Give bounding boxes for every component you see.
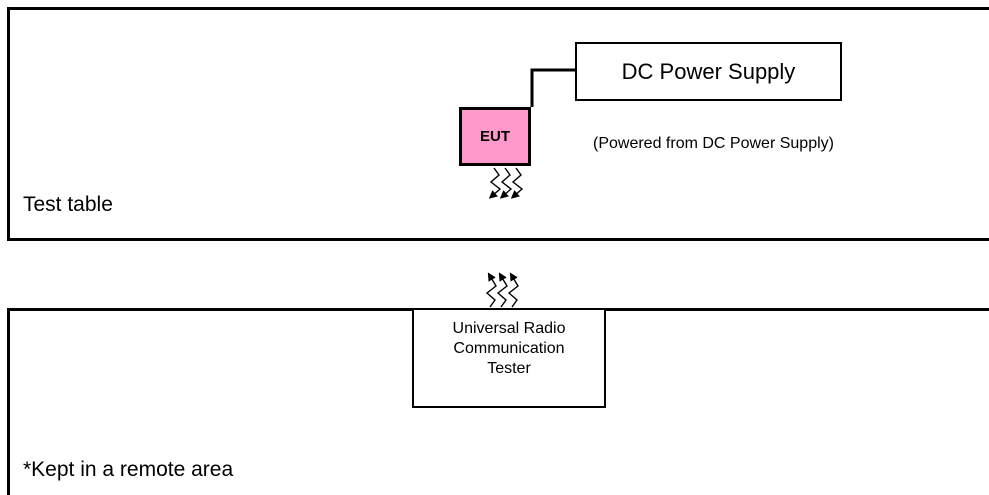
radio-tester-line-1: Universal Radio [452,320,566,337]
test-table-label: Test table [23,193,113,216]
dc-power-supply-box: DC Power Supply [575,42,842,101]
radio-tester-box: Universal Radio Communication Tester [412,310,606,408]
radio-wave-up-icon [485,272,519,308]
eut-label: EUT [480,128,510,145]
dc-power-supply-label: DC Power Supply [621,58,796,84]
power-cable-connector [530,68,575,107]
eut-box: EUT [459,107,531,166]
eut-power-note: (Powered from DC Power Supply) [593,135,834,152]
radio-tester-line-2: Communication [453,340,565,357]
radio-wave-down-icon [488,167,524,199]
radio-tester-line-3: Tester [487,360,531,377]
remote-area-label: *Kept in a remote area [23,458,234,481]
